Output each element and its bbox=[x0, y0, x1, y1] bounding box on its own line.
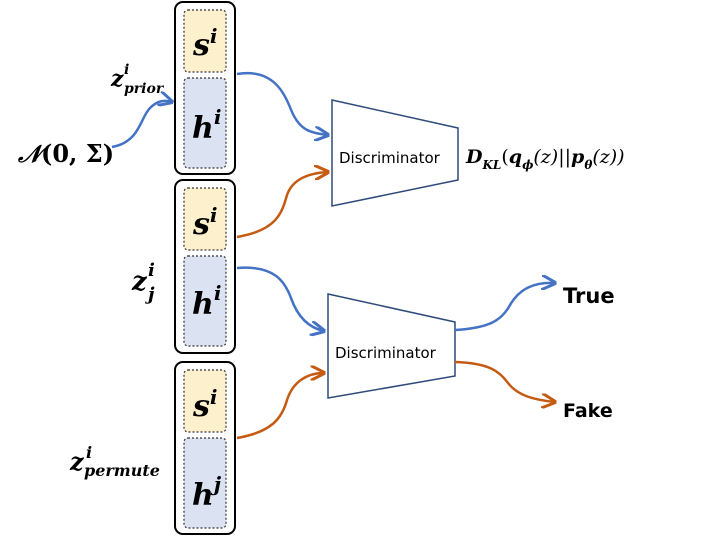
s-label-prior: si bbox=[192, 24, 218, 63]
output-fake-label: Fake bbox=[563, 400, 613, 422]
latent-block-j: si hi bbox=[174, 179, 236, 354]
arrow-j-s-to-discriminator-top bbox=[236, 172, 328, 239]
arrow-j-h-to-discriminator-bottom bbox=[236, 266, 324, 331]
s-label-permute: si bbox=[192, 385, 218, 424]
arrow-permute-s-to-discriminator-bottom bbox=[236, 373, 324, 440]
kl-divergence-term: DKL(qϕ(z)||pθ(z)) bbox=[465, 146, 625, 172]
latent-block-permute: si hj bbox=[174, 361, 236, 535]
h-label-permute: hj bbox=[192, 472, 222, 513]
discriminator-bottom-label: Discriminator bbox=[335, 344, 437, 362]
arrow-discriminator-to-true bbox=[454, 283, 555, 332]
discriminator-bottom-shape bbox=[327, 293, 456, 399]
z-prior-subscript: prior bbox=[124, 81, 165, 97]
prior-distribution-label: 𝒩(0, Σ) bbox=[17, 139, 114, 168]
z-permute-superscript: i bbox=[86, 443, 92, 462]
s-component-permute bbox=[183, 369, 227, 433]
z-j-subscript: j bbox=[145, 284, 155, 305]
h-component-j bbox=[183, 255, 227, 347]
h-component-prior bbox=[183, 77, 227, 169]
discriminator-top-label: Discriminator bbox=[339, 149, 441, 167]
z-prior-label: z bbox=[110, 66, 124, 92]
arrow-prior-h-to-discriminator-top bbox=[236, 71, 328, 135]
discriminator-top: Discriminator bbox=[331, 99, 459, 207]
h-label-j: hi bbox=[192, 281, 221, 322]
s-label-j: si bbox=[192, 203, 218, 242]
z-permute-label: z bbox=[69, 447, 85, 476]
z-permute-subscript: permute bbox=[84, 461, 160, 480]
h-component-permute bbox=[183, 437, 227, 529]
h-label-prior: hi bbox=[192, 105, 221, 146]
arrow-discriminator-to-fake bbox=[454, 360, 555, 402]
discriminator-top-shape bbox=[331, 99, 459, 207]
s-component-j bbox=[183, 187, 227, 251]
discriminator-bottom: Discriminator bbox=[327, 293, 456, 399]
z-j-superscript: i bbox=[148, 260, 155, 281]
latent-block-prior: si hi bbox=[174, 1, 236, 175]
output-true-label: True bbox=[563, 284, 615, 308]
arrow-prior-noise-to-z bbox=[111, 101, 172, 149]
z-j-label: z bbox=[131, 267, 148, 297]
s-component-prior bbox=[183, 9, 227, 73]
z-prior-superscript: i bbox=[124, 62, 129, 78]
